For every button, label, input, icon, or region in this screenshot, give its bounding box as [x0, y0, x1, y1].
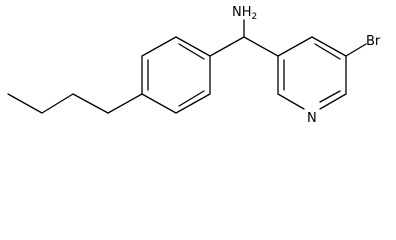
bond-pyridine-double-2 [319, 90, 341, 103]
bond-benzene-3 [175, 36, 211, 57]
bond-butyl-4 [107, 93, 143, 114]
bond-center-to-pyridine [243, 36, 279, 57]
bond-butyl-3 [72, 93, 109, 114]
butyl-chain [7, 93, 143, 114]
bond-benzene-5 [175, 93, 211, 114]
pyridine-ring [277, 36, 347, 110]
bond-butyl-1 [7, 93, 43, 114]
benzene-ring [141, 36, 211, 114]
structure-diagram: NH2 Br N [7, 5, 381, 126]
bond-pyridine-to-bromine [345, 43, 367, 57]
central-carbon [209, 19, 279, 57]
bond-benzene-to-center [209, 36, 245, 57]
amine-label: NH2 [232, 5, 257, 22]
pyridine-nitrogen-label: N [307, 111, 317, 126]
bond-butyl-2 [41, 93, 74, 114]
bond-pyridine-4 [319, 93, 347, 110]
bromine-label: Br [366, 34, 381, 49]
bond-benzene-double-3 [178, 90, 205, 107]
bond-benzene-2 [141, 36, 177, 57]
bond-pyridine-2 [311, 36, 347, 57]
bond-pyridine-1 [277, 36, 313, 57]
bond-benzene-6 [141, 93, 177, 114]
bond-benzene-double-2 [178, 43, 205, 60]
bond-pyridine-5 [277, 93, 305, 110]
bond-pyridine-double-1 [314, 43, 341, 60]
